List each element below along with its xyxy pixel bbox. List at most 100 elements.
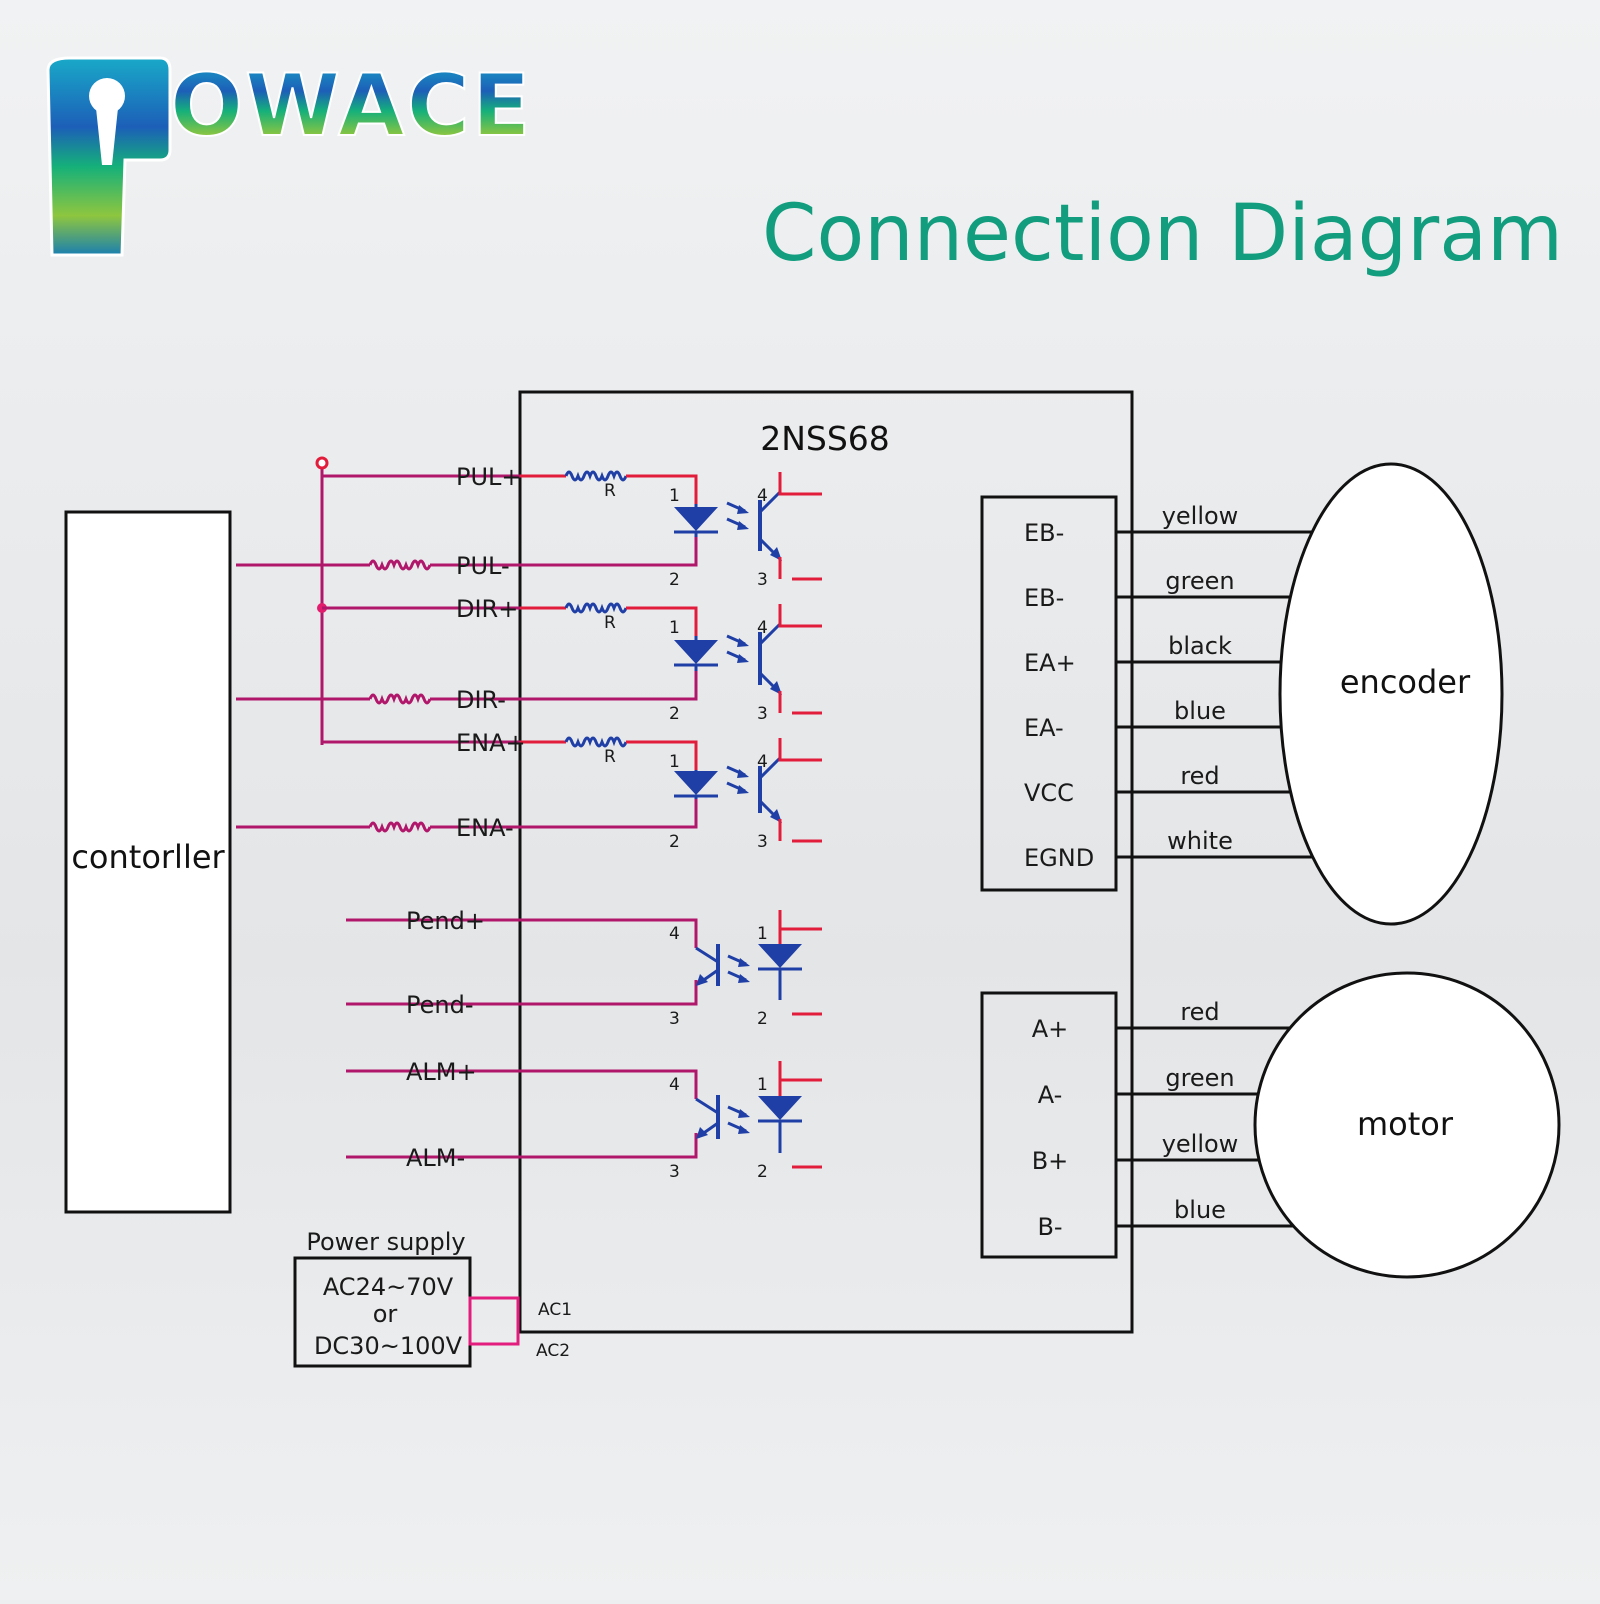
- encoder-wire-color-label: black: [1168, 632, 1232, 660]
- pin-number: 3: [669, 1162, 680, 1182]
- power-supply-line1: AC24~70V: [323, 1273, 454, 1301]
- power-terminal-ac2: AC2: [536, 1341, 570, 1361]
- output-plus-label: ALM+: [406, 1058, 477, 1086]
- light-arrows-symbol: [726, 765, 749, 794]
- resistor-symbol: [564, 470, 628, 482]
- encoder-terminal-block: [980, 495, 1118, 892]
- pin-number: 2: [669, 570, 680, 590]
- encoder-wire-color-label: yellow: [1162, 502, 1239, 530]
- output-minus-wire: [346, 980, 698, 1006]
- power-terminal-link: [468, 1296, 520, 1346]
- input-plus-label: PUL+: [456, 463, 522, 491]
- page-title: Connection Diagram: [762, 189, 1563, 279]
- encoder-pin-row: EB-green: [1024, 567, 1320, 612]
- output-minus-label: Pend-: [406, 991, 474, 1019]
- input-plus-label: ENA+: [456, 729, 526, 757]
- output-minus-wire: [346, 1133, 698, 1159]
- power-supply-line2: or: [373, 1300, 398, 1328]
- pin-number: 3: [669, 1009, 680, 1029]
- power-terminal-ac1: AC1: [538, 1300, 572, 1320]
- light-arrows-symbol: [726, 501, 749, 530]
- motor-wire-color-label: yellow: [1162, 1130, 1239, 1158]
- motor-pin-row: B-blue: [1037, 1196, 1300, 1241]
- resistor-label: R: [604, 747, 616, 767]
- pin-number: 4: [757, 752, 768, 772]
- driver-box: [518, 390, 1134, 1334]
- resistor-symbol: [368, 821, 432, 833]
- encoder-wire-color-label: green: [1165, 567, 1234, 595]
- light-arrows-symbol: [726, 634, 749, 663]
- light-arrows-symbol: [727, 1105, 750, 1134]
- pin-number: 1: [669, 486, 680, 506]
- power-supply-line3: DC30~100V: [314, 1332, 463, 1360]
- input-minus-label: DIR-: [456, 686, 506, 714]
- motor-body: [1253, 971, 1561, 1279]
- encoder-pin-label: EGND: [1024, 844, 1094, 872]
- encoder-label: encoder: [1340, 663, 1471, 701]
- input-channel: DIR+ R DIR- 1 2 3 4: [236, 595, 822, 724]
- pin-number: 3: [757, 570, 768, 590]
- motor-label: motor: [1357, 1105, 1454, 1143]
- pin-number: 4: [669, 924, 680, 944]
- input-channel: PUL+ R PUL- 1 2 3 4: [236, 463, 822, 590]
- phototransistor-symbol: [695, 944, 720, 986]
- logo-text: OWACE: [170, 56, 533, 156]
- encoder-body: [1278, 462, 1504, 926]
- pin-number: 1: [669, 752, 680, 772]
- input-minus-label: ENA-: [456, 814, 514, 842]
- motor-pin-label: A+: [1032, 1015, 1069, 1043]
- motor-wire-color-label: blue: [1174, 1196, 1226, 1224]
- motor-terminal-block: [980, 991, 1118, 1259]
- light-arrows-symbol: [727, 954, 750, 983]
- motor-wire-color-label: red: [1180, 998, 1219, 1026]
- encoder-wire-color-label: blue: [1174, 697, 1226, 725]
- controller-box: [64, 510, 232, 1214]
- output-channel: Pend+ Pend- 4 3 1 2: [346, 907, 822, 1029]
- pin-number: 2: [757, 1162, 768, 1182]
- resistor-symbol: [368, 559, 432, 571]
- output-plus-wire: [346, 1069, 698, 1099]
- output-plus-wire: [346, 918, 698, 948]
- motor-wire-color-label: green: [1165, 1064, 1234, 1092]
- resistor-symbol: [564, 736, 628, 748]
- pin-number: 1: [757, 924, 768, 944]
- encoder-pin-label: EA+: [1024, 649, 1076, 677]
- encoder-pin-label: VCC: [1024, 779, 1074, 807]
- motor-pin-label: B-: [1037, 1213, 1062, 1241]
- pin-number: 4: [757, 486, 768, 506]
- resistor-label: R: [604, 481, 616, 501]
- power-supply-title: Power supply: [306, 1228, 465, 1256]
- phototransistor-symbol: [695, 1095, 720, 1139]
- encoder-pin-row: EA-blue: [1024, 697, 1320, 742]
- output-minus-label: ALM-: [406, 1144, 465, 1172]
- encoder-wire-color-label: white: [1167, 827, 1233, 855]
- pin-number: 2: [669, 832, 680, 852]
- brand-logo: OWACE: [46, 55, 533, 257]
- encoder-pin-row: EGND white: [1024, 827, 1320, 872]
- pin-number: 1: [669, 618, 680, 638]
- driver-model: 2NSS68: [760, 419, 890, 458]
- resistor-symbol: [368, 693, 432, 705]
- input-plus-label: DIR+: [456, 595, 518, 623]
- phototransistor-symbol: [758, 622, 782, 695]
- pin-number: 3: [757, 704, 768, 724]
- input-minus-label: PUL-: [456, 552, 510, 580]
- encoder-pin-label: EB-: [1024, 584, 1064, 612]
- encoder-pin-label: EB-: [1024, 519, 1064, 547]
- output-plus-label: Pend+: [406, 907, 485, 935]
- pin-number: 2: [757, 1009, 768, 1029]
- encoder-pin-label: EA-: [1024, 714, 1064, 742]
- output-channels: Pend+ Pend- 4 3 1 2 ALM+ ALM- 4 3 1 2: [346, 907, 822, 1182]
- pin-number: 4: [757, 618, 768, 638]
- motor-pin-label: A-: [1038, 1081, 1063, 1109]
- pin-number: 2: [669, 704, 680, 724]
- controller-label: contorller: [71, 838, 225, 876]
- resistor-label: R: [604, 613, 616, 633]
